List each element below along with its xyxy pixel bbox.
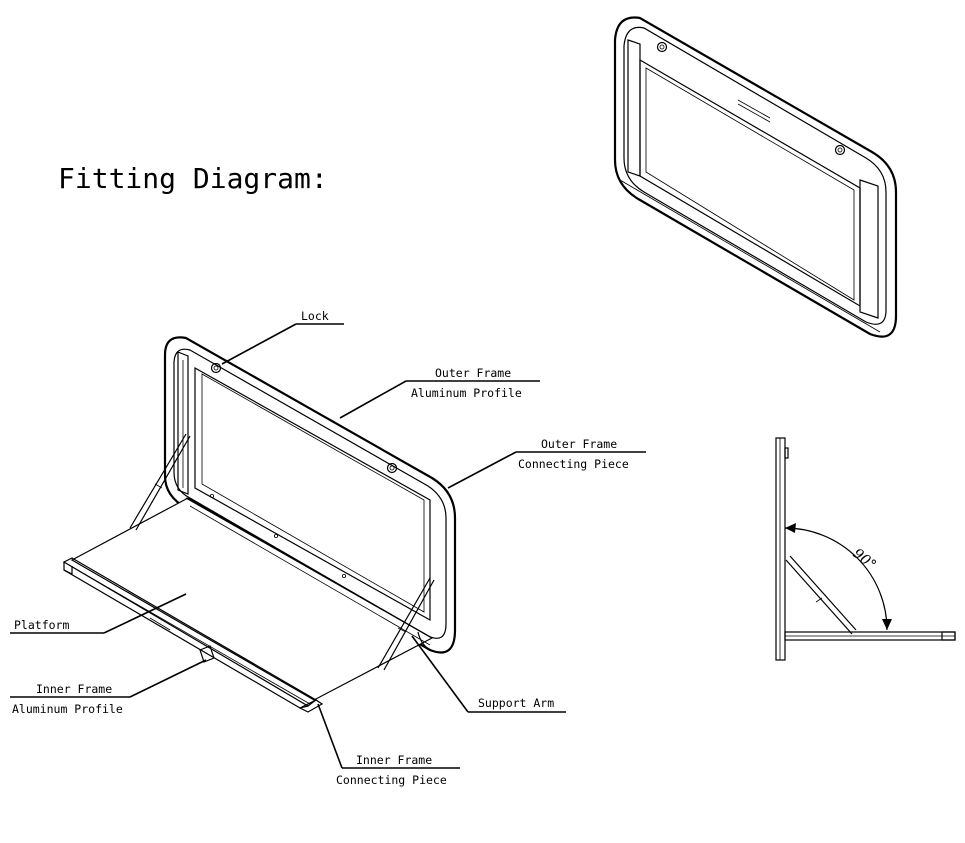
label-support-arm: Support Arm [478,696,554,710]
open-assembly-drawing [62,336,457,713]
label-platform: Platform [14,618,69,632]
closed-panel-drawing [613,16,898,338]
label-inner-frame-piece-2: Connecting Piece [336,773,447,787]
label-inner-frame-piece-1: Inner Frame [356,753,432,767]
diagram-title: Fitting Diagram: [58,162,328,195]
label-outer-frame-piece-1: Outer Frame [541,437,617,451]
label-outer-frame-profile-1: Outer Frame [435,366,511,380]
label-inner-frame-profile-1: Inner Frame [36,682,112,696]
label-outer-frame-piece-2: Connecting Piece [518,457,629,471]
callouts: Lock Outer Frame Aluminum Profile Outer … [10,309,646,787]
label-inner-frame-profile-2: Aluminum Profile [12,702,123,716]
lock-icon [210,362,222,374]
label-lock: Lock [301,309,329,323]
angle-label: 90° [850,546,879,574]
side-view-drawing: 90° [775,437,956,661]
label-outer-frame-profile-2: Aluminum Profile [411,386,522,400]
